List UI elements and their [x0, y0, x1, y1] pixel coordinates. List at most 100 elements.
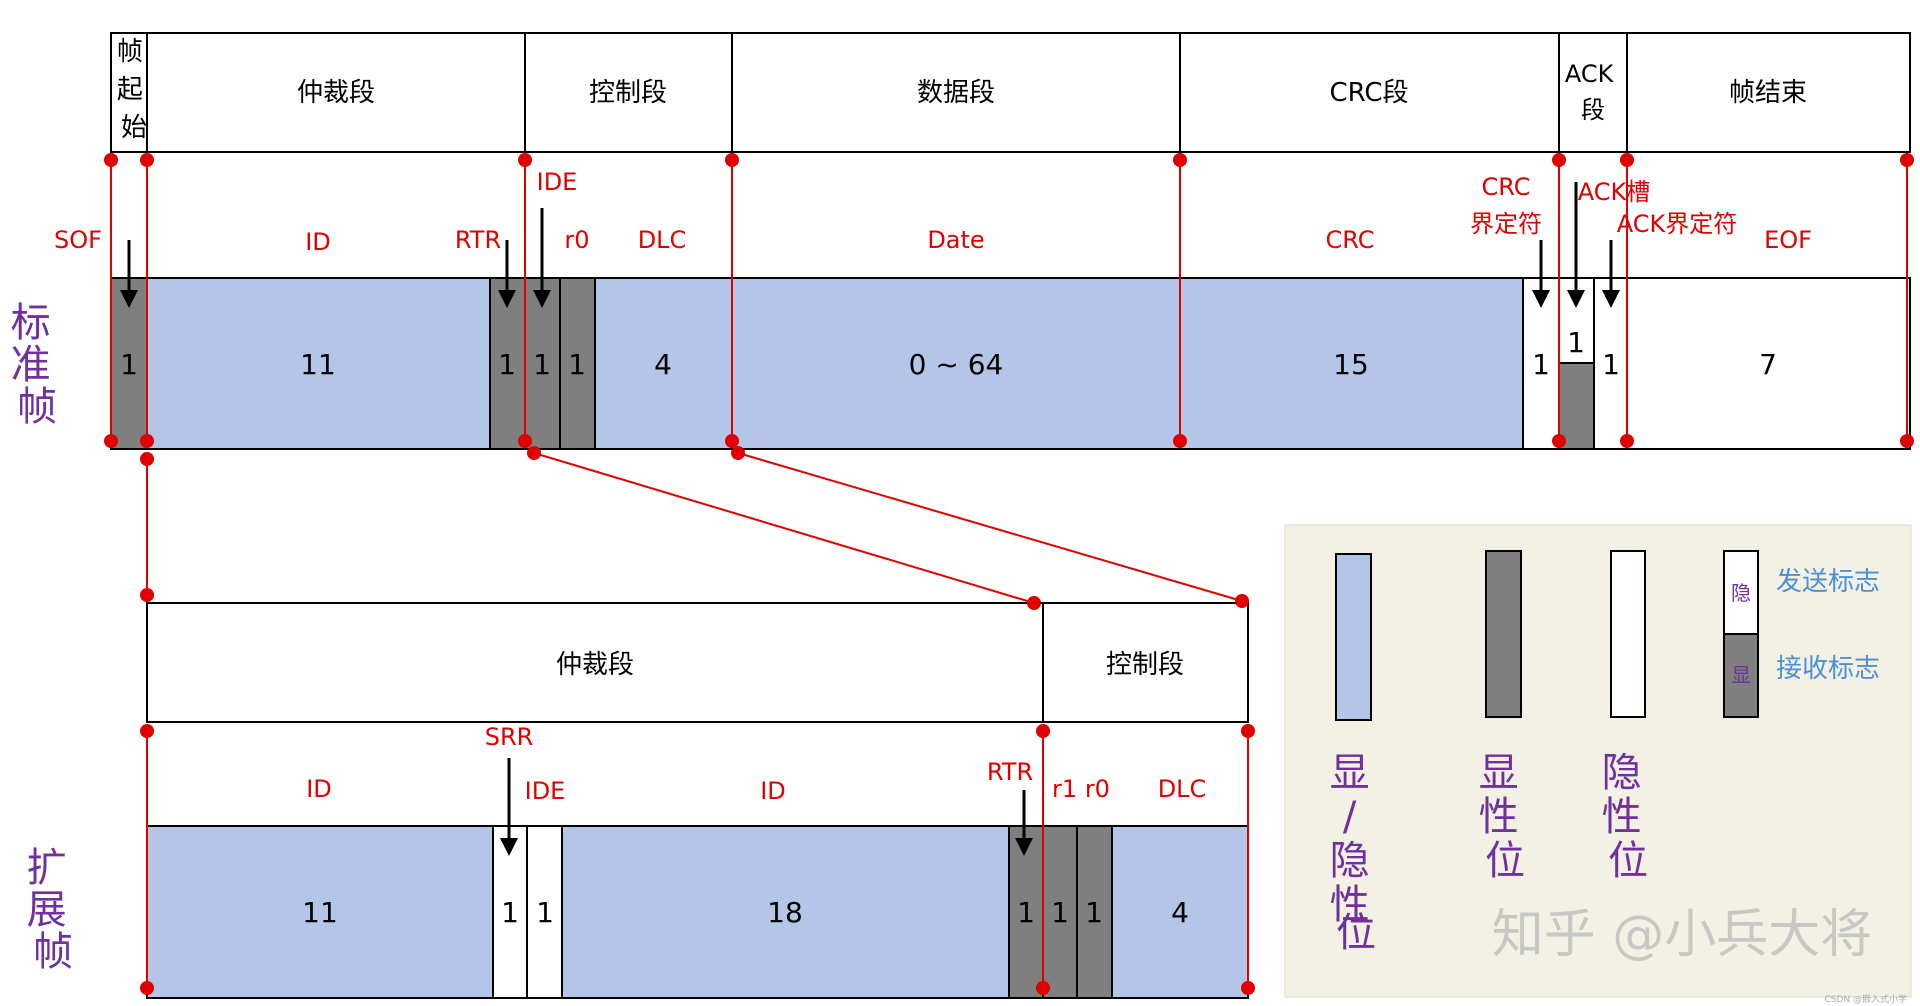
marker-dot — [140, 724, 154, 738]
footer-note: CSDN @嵌入式小学 — [1824, 993, 1907, 1005]
marker-dot — [527, 446, 541, 460]
extended-marker-dots — [140, 588, 1255, 995]
ext-bit-value-srr: 1 — [501, 896, 519, 929]
field-label-ack-delim: ACK界定符 — [1617, 210, 1738, 238]
frame-connectors — [146, 452, 1243, 604]
bit-cell-r0 — [559, 277, 596, 450]
standard-marker-lines — [110, 160, 1908, 441]
ext-bit-value-id-a: 11 — [302, 896, 338, 929]
field-label-ide: IDE — [537, 168, 578, 196]
legend-swatch-dominant — [1485, 550, 1522, 718]
marker-dot — [1620, 434, 1634, 448]
ext-field-label-id-a: ID — [306, 775, 332, 803]
arrow-ack-slot-head — [1567, 290, 1585, 308]
connector-dots — [140, 446, 745, 466]
arrow-ack-delim-head — [1602, 290, 1620, 308]
bit-cell-ack-slot-bottom — [1558, 362, 1595, 450]
marker-dot — [731, 446, 745, 460]
extended-frame: 仲裁段 控制段 ID SRR IDE ID RTR r1 r0 DLC 11 1… — [27, 602, 1249, 999]
standard-field-labels: SOF ID RTR IDE r0 DLC Date CRC CRC 界定符 A… — [54, 168, 1812, 256]
legend-label-dominant: 显 性 位 — [1479, 750, 1532, 884]
marker-dot — [1036, 981, 1050, 995]
ext-field-label-r1r0: r1 r0 — [1052, 775, 1110, 803]
marker-dot — [1173, 153, 1187, 167]
extended-segment-header: 仲裁段 控制段 — [146, 602, 1249, 723]
bit-value-ack-slot: 1 — [1567, 326, 1585, 359]
field-label-ack-slot: ACK槽 — [1578, 178, 1651, 206]
marker-dot — [104, 434, 118, 448]
legend-recv-flag: 接收标志 — [1776, 654, 1880, 684]
field-label-rtr: RTR — [455, 226, 501, 254]
extended-arrows — [500, 758, 1033, 856]
bit-value-r0: 1 — [568, 348, 586, 381]
bit-cell-crc — [1179, 277, 1524, 450]
field-label-crc-delim-1: CRC — [1482, 173, 1531, 201]
bit-value-id: 11 — [300, 348, 336, 381]
ext-field-label-rtr: RTR — [987, 758, 1033, 786]
field-label-r0: r0 — [564, 226, 589, 254]
standard-bit-values: 1 11 1 1 1 4 0 ~ 64 15 1 1 1 7 — [120, 326, 1777, 381]
extended-bit-row — [146, 825, 1249, 999]
ext-bit-value-r1: 1 — [1051, 896, 1069, 929]
bit-value-ide: 1 — [533, 348, 551, 381]
ext-bit-value-id-b: 18 — [767, 896, 803, 929]
bit-value-dlc: 4 — [654, 348, 672, 381]
arrow-crc-delim-head — [1532, 290, 1550, 308]
ext-field-label-srr: SRR — [485, 723, 534, 751]
marker-dot — [1900, 434, 1914, 448]
ext-bit-cell-id-b — [561, 825, 1010, 999]
bit-value-eof: 7 — [1759, 348, 1777, 381]
marker-dot — [1235, 594, 1249, 608]
ext-bit-value-r0: 1 — [1085, 896, 1103, 929]
segment-arbitration-label: 仲裁段 — [297, 78, 375, 108]
ext-bit-cell-rtr — [1008, 825, 1044, 999]
segment-control-label: 控制段 — [589, 78, 667, 108]
marker-dot — [725, 153, 739, 167]
bit-cell-eof — [1626, 277, 1911, 450]
legend-label-recessive: 隐 性 位 — [1602, 750, 1655, 884]
watermark: 知乎 @小兵大将 — [1492, 905, 1873, 965]
legend-swatch-recessive — [1610, 550, 1646, 718]
legend-split-top-char: 隐 — [1731, 581, 1751, 605]
ext-bit-value-ide: 1 — [536, 896, 554, 929]
ext-field-label-id-b: ID — [760, 777, 786, 805]
marker-dot — [1552, 434, 1566, 448]
field-label-date: Date — [927, 226, 984, 254]
bit-value-crc: 15 — [1333, 348, 1369, 381]
arrow-srr-head — [500, 838, 518, 856]
bit-value-ack-delim: 1 — [1602, 348, 1620, 381]
marker-dot — [140, 153, 154, 167]
marker-dot — [1241, 981, 1255, 995]
field-label-eof: EOF — [1764, 226, 1812, 254]
extended-bit-values: 11 1 1 18 1 1 1 4 — [302, 896, 1189, 929]
arrow-ide-head — [533, 290, 551, 308]
ext-bit-value-rtr: 1 — [1017, 896, 1035, 929]
legend-swatch-split-bottom — [1723, 633, 1759, 718]
marker-dot — [725, 434, 739, 448]
field-label-dlc: DLC — [638, 226, 687, 254]
standard-frame: 帧 起 始 仲裁段 控制段 数据段 CRC段 ACK 段 帧结束 SOF ID … — [11, 32, 1911, 450]
standard-segment-header: 帧 起 始 仲裁段 控制段 数据段 CRC段 ACK 段 帧结束 — [110, 32, 1911, 153]
marker-dot — [1241, 724, 1255, 738]
marker-dot — [518, 434, 532, 448]
arrow-sof-head — [120, 290, 138, 308]
marker-dot — [140, 434, 154, 448]
ext-bit-value-dlc: 4 — [1171, 896, 1189, 929]
legend-swatch-mixed — [1335, 553, 1372, 721]
connector-ide — [533, 452, 1035, 604]
ext-bit-cell-ide — [526, 825, 563, 999]
legend-label-mixed: 显 / 隐 性 位 — [1330, 750, 1383, 956]
standard-frame-side-label: 标 准 帧 — [11, 300, 64, 430]
segment-data-label: 数据段 — [917, 78, 995, 108]
ext-segment-control-label: 控制段 — [1106, 650, 1184, 680]
marker-dot — [1027, 596, 1041, 610]
ext-field-label-ide: IDE — [525, 777, 566, 805]
legend: 隐 显 发送标志 接收标志 显 / 隐 性 位 显 性 位 隐 性 位 — [1284, 524, 1912, 998]
marker-dot — [1036, 724, 1050, 738]
ext-bit-cell-r0 — [1076, 825, 1113, 999]
bit-value-crc-delim: 1 — [1532, 348, 1550, 381]
field-label-crc: CRC — [1326, 226, 1375, 254]
standard-arrows — [120, 182, 1620, 308]
standard-marker-dots — [104, 153, 1914, 448]
arrow-ext-rtr-head — [1015, 838, 1033, 856]
